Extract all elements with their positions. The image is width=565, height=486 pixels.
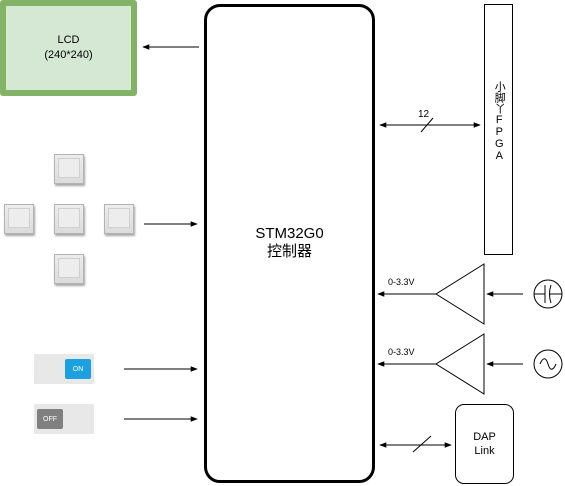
- key-up[interactable]: [54, 154, 84, 184]
- key-right[interactable]: [104, 204, 134, 234]
- fpga-block: [484, 4, 513, 255]
- dap-line1: DAP: [473, 431, 496, 443]
- toggle-on-knob: ON: [65, 359, 91, 379]
- amp2-voltage-label: 0-3.3V: [388, 347, 415, 357]
- bus-width-label: 12: [418, 109, 430, 120]
- mcu-name: STM32G0: [255, 225, 324, 242]
- lcd-title: LCD: [57, 34, 80, 46]
- toggle-switch-off[interactable]: OFF: [34, 404, 94, 434]
- amp1-voltage-label: 0-3.3V: [388, 277, 415, 287]
- fpga-bus-slash: [420, 117, 434, 133]
- dap-line2: Link: [474, 445, 495, 457]
- amplifier-icon: [435, 263, 485, 325]
- key-center[interactable]: [54, 204, 84, 234]
- lcd-resolution: (240*240): [44, 49, 93, 61]
- key-left[interactable]: [4, 204, 34, 234]
- mcu-label: STM32G0 控制器: [204, 225, 375, 261]
- mcu-role: 控制器: [266, 243, 312, 260]
- toggle-off-label: OFF: [43, 415, 57, 423]
- dap-link-block: DAP Link: [455, 404, 514, 484]
- amplifier-icon: [435, 333, 485, 395]
- mcu-block: [204, 4, 375, 483]
- lcd-display: LCD (240*240): [0, 0, 137, 96]
- toggle-off-knob: OFF: [37, 409, 63, 429]
- dap-slash: [412, 435, 432, 453]
- capacitor-icon: [533, 279, 563, 309]
- ac-source-icon: [533, 349, 563, 379]
- key-down[interactable]: [54, 254, 84, 284]
- toggle-switch-on[interactable]: ON: [34, 354, 94, 384]
- fpga-label: 小脚丫FPGA: [493, 81, 506, 162]
- toggle-on-label: ON: [72, 365, 84, 373]
